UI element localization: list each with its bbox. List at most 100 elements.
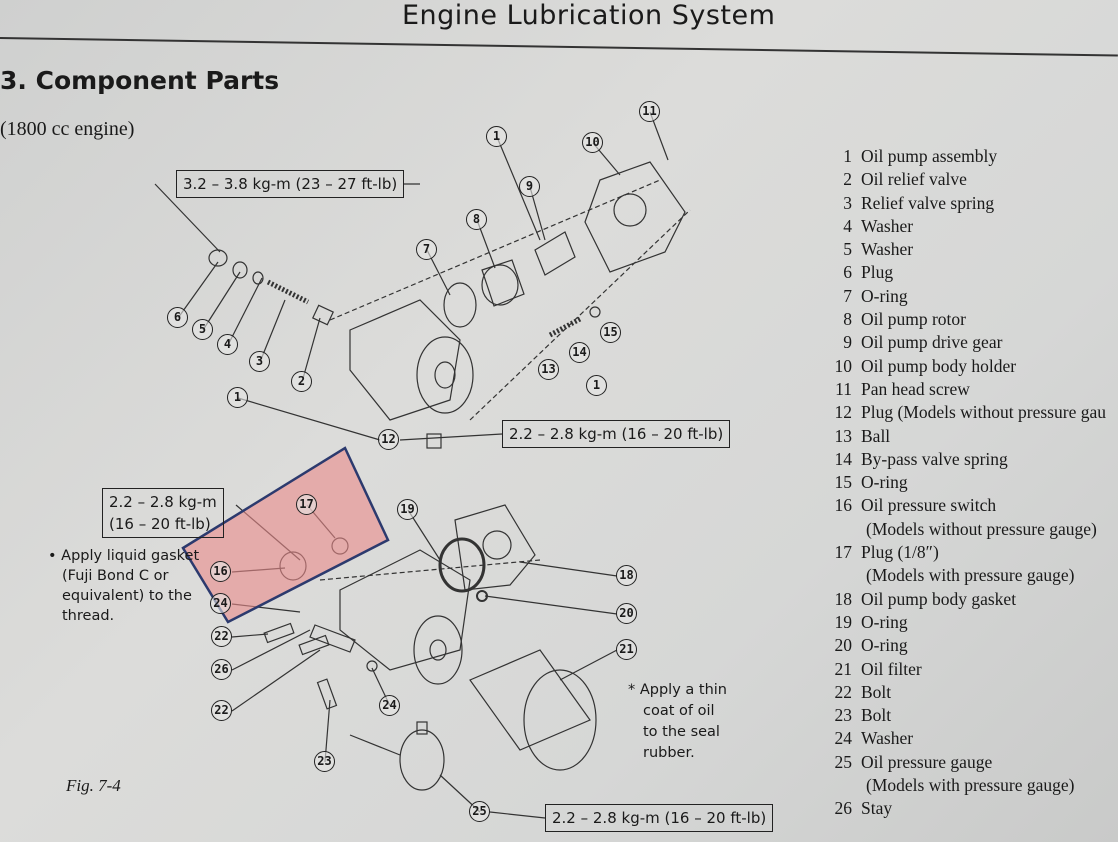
page-header: Engine Lubrication System bbox=[402, 0, 776, 31]
part-number: 4 bbox=[843, 215, 852, 236]
torque-spec-left-line1: 2.2 – 2.8 kg-m bbox=[109, 493, 217, 511]
torque-spec-left-line2: (16 – 20 ft-lb) bbox=[109, 515, 211, 533]
callout-number: 1 bbox=[227, 387, 248, 408]
part-name: Oil filter bbox=[861, 658, 922, 679]
torque-spec-middle: 2.2 – 2.8 kg-m (16 – 20 ft-lb) bbox=[502, 420, 731, 448]
part-number: 24 bbox=[834, 728, 853, 749]
oil-note: * Apply a thin coat of oil to the seal r… bbox=[628, 680, 727, 764]
callout-number: 20 bbox=[616, 603, 637, 624]
callout-number: 18 bbox=[616, 565, 637, 586]
callout-number: 8 bbox=[466, 209, 487, 230]
callout-number: 3 bbox=[249, 351, 270, 372]
note-line: to the seal bbox=[643, 724, 720, 740]
part-number: 9 bbox=[843, 332, 852, 353]
part-number: 10 bbox=[834, 355, 853, 376]
part-item: 21 Oil filter bbox=[826, 658, 1106, 681]
part-number: 25 bbox=[834, 751, 853, 772]
callout-number: 22 bbox=[211, 700, 232, 721]
part-name: By-pass valve spring bbox=[861, 448, 1008, 469]
part-number: 7 bbox=[843, 285, 852, 306]
part-number: 26 bbox=[834, 798, 853, 819]
part-number: 3 bbox=[843, 192, 852, 213]
callout-number: 22 bbox=[211, 626, 232, 647]
part-number: 16 bbox=[834, 495, 853, 516]
part-name: Bolt bbox=[861, 681, 892, 702]
callout-number: 4 bbox=[217, 334, 238, 355]
part-name: Plug (1/8″) bbox=[861, 542, 939, 563]
note-line: equivalent) to the bbox=[62, 588, 192, 604]
callout-number: 23 bbox=[314, 751, 335, 772]
note-line: rubber. bbox=[643, 745, 695, 761]
part-number: 18 bbox=[834, 588, 853, 609]
part-number: 8 bbox=[843, 309, 852, 330]
part-item: 3 Relief valve spring bbox=[826, 192, 1106, 215]
part-item: 18 Oil pump body gasket bbox=[826, 588, 1106, 611]
part-item: 6 Plug bbox=[826, 261, 1106, 284]
callout-number: 13 bbox=[538, 359, 559, 380]
part-number: 13 bbox=[834, 425, 853, 446]
part-name: Pan head screw bbox=[861, 378, 970, 399]
part-number: 15 bbox=[834, 472, 853, 493]
callout-number: 21 bbox=[616, 639, 637, 660]
part-item: 22 Bolt bbox=[826, 681, 1106, 704]
part-number: 21 bbox=[834, 658, 853, 679]
section-subtitle: (1800 cc engine) bbox=[0, 118, 135, 140]
part-number: 1 bbox=[843, 146, 852, 166]
callout-number: 14 bbox=[569, 342, 590, 363]
part-name: Relief valve spring bbox=[861, 192, 995, 213]
callout-number: 5 bbox=[192, 319, 213, 340]
part-note: (Models with pressure gauge) bbox=[866, 565, 1075, 586]
part-note: (Models without pressure gauge) bbox=[866, 518, 1097, 539]
part-name: Ball bbox=[861, 425, 891, 446]
part-number: 19 bbox=[834, 611, 853, 632]
part-item: 7 O-ring bbox=[826, 285, 1106, 308]
part-name: O-ring bbox=[861, 285, 908, 306]
callout-number: 10 bbox=[582, 132, 603, 153]
callout-number: 6 bbox=[167, 307, 188, 328]
part-name: Oil pump body gasket bbox=[861, 588, 1017, 609]
note-line: thread. bbox=[62, 608, 115, 624]
callout-number: 17 bbox=[296, 494, 317, 515]
part-name: Bolt bbox=[861, 705, 892, 726]
callout-number: 24 bbox=[379, 695, 400, 716]
note-line: • Apply liquid gasket bbox=[48, 548, 200, 564]
part-number: 20 bbox=[834, 635, 853, 656]
part-name: Washer bbox=[861, 728, 914, 749]
callout-number: 19 bbox=[397, 499, 418, 520]
torque-spec-top: 3.2 – 3.8 kg-m (23 – 27 ft-lb) bbox=[176, 170, 405, 198]
part-item: 13 Ball bbox=[826, 425, 1106, 448]
part-item: 10 Oil pump body holder bbox=[826, 355, 1106, 378]
part-name: Oil pressure gauge bbox=[861, 751, 993, 772]
part-number: 2 bbox=[843, 169, 852, 190]
part-number: 14 bbox=[834, 448, 853, 469]
callout-number: 25 bbox=[469, 801, 490, 822]
callout-number: 11 bbox=[639, 101, 660, 122]
callout-number: 26 bbox=[211, 659, 232, 680]
part-number: 22 bbox=[834, 681, 853, 702]
part-name: Washer bbox=[861, 215, 914, 236]
part-note: (Models with pressure gauge) bbox=[866, 775, 1075, 796]
callout-number: 16 bbox=[210, 561, 231, 582]
callout-number: 2 bbox=[291, 371, 312, 392]
part-name: Oil pump body holder bbox=[861, 355, 1017, 376]
part-name: Plug bbox=[861, 262, 894, 283]
part-number: 6 bbox=[843, 262, 852, 283]
part-item: 24 Washer bbox=[826, 727, 1106, 750]
note-line: * Apply a thin bbox=[628, 682, 727, 698]
callout-number: 15 bbox=[600, 322, 621, 343]
part-item: 4 Washer bbox=[826, 215, 1106, 238]
callout-number: 1 bbox=[586, 375, 607, 396]
gasket-note: • Apply liquid gasket (Fuji Bond C or eq… bbox=[48, 546, 199, 626]
